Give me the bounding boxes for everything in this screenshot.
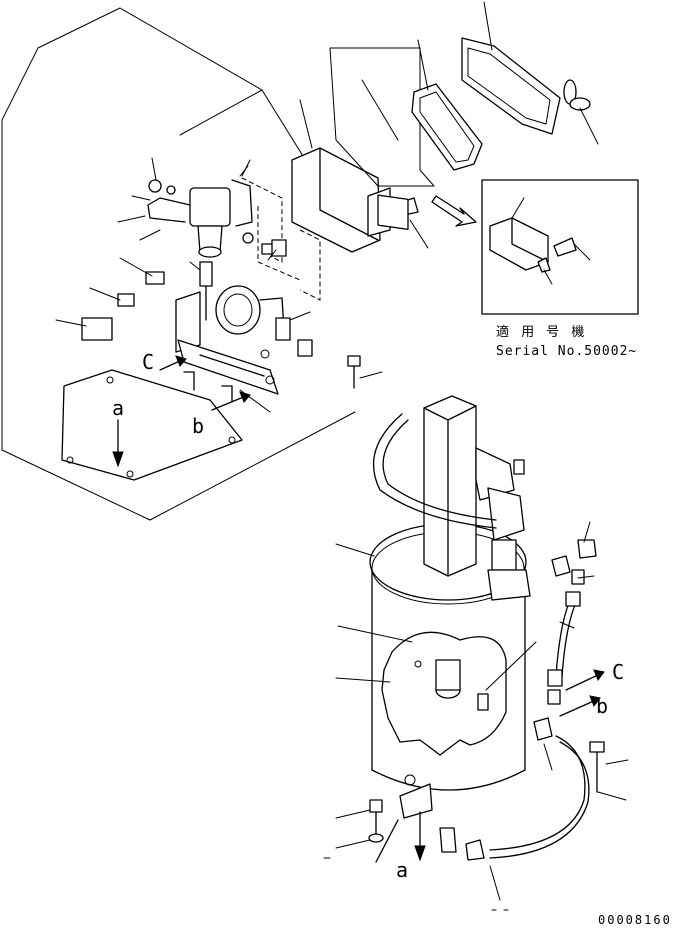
fittings-right [547, 539, 597, 705]
label-a-upper: a [112, 396, 124, 420]
wing-bolt [563, 79, 591, 111]
bottom-bracket [368, 774, 433, 863]
leader-lines-upper [55, 1, 599, 413]
oil-tank [369, 523, 527, 791]
pressure-gauge [215, 285, 313, 357]
drawing-number: 00008160 [598, 913, 672, 927]
return-hose [439, 717, 605, 861]
bolt-upper [271, 239, 361, 389]
pump-column [372, 395, 525, 577]
label-c-upper: C [142, 350, 154, 374]
control-box [291, 147, 419, 253]
direction-arrows-lower [559, 669, 605, 717]
base-plate [61, 369, 243, 481]
direction-arrows-upper [159, 355, 251, 411]
dashed-bracket [241, 177, 321, 301]
inset-applicable-label: 適 用 号 機 [496, 324, 588, 340]
gasket [411, 83, 483, 171]
label-b-upper: b [192, 414, 204, 438]
valve-assembly [147, 179, 279, 258]
label-b-lower: b [596, 694, 608, 718]
solenoid-valve [487, 459, 531, 601]
inset-serial-label: Serial No.50002~ [496, 344, 637, 359]
inset-pointer-arrow [431, 195, 477, 227]
label-c-lower: C [612, 660, 624, 684]
inset-box [481, 179, 639, 315]
cover-plate [461, 37, 561, 135]
mounting-bracket [175, 291, 279, 403]
label-a-lower: a [396, 858, 408, 882]
leader-lines-lower [323, 521, 629, 911]
